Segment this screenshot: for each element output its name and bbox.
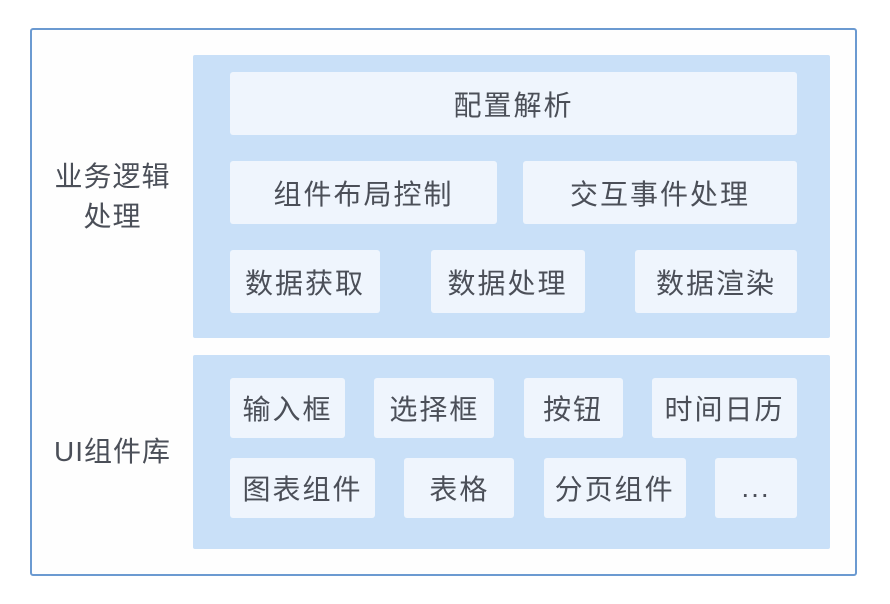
node-input: 输入框 bbox=[230, 378, 345, 438]
diagram-frame: 业务逻辑 处理 配置解析 组件布局控制 交互事件处理 数据获取 数据处理 数据渲… bbox=[30, 28, 857, 576]
section-label-business-logic: 业务逻辑 处理 bbox=[32, 55, 193, 338]
panel-row: 组件布局控制 交互事件处理 bbox=[230, 161, 797, 224]
node-config-parse: 配置解析 bbox=[230, 72, 797, 135]
node-button: 按钮 bbox=[523, 378, 623, 438]
node-datepicker: 时间日历 bbox=[651, 378, 797, 438]
section-label-text: UI组件库 bbox=[54, 432, 171, 471]
node-layout-control: 组件布局控制 bbox=[230, 161, 497, 224]
panel-ui-components: 输入框 选择框 按钮 时间日历 图表组件 表格 分页组件 ... bbox=[193, 355, 830, 549]
node-pagination: 分页组件 bbox=[543, 458, 686, 518]
node-chart: 图表组件 bbox=[230, 458, 375, 518]
node-table: 表格 bbox=[404, 458, 515, 518]
node-more: ... bbox=[714, 458, 797, 518]
panel-row: 图表组件 表格 分页组件 ... bbox=[230, 458, 797, 518]
section-business-logic: 业务逻辑 处理 配置解析 组件布局控制 交互事件处理 数据获取 数据处理 数据渲… bbox=[32, 55, 830, 338]
node-event-handling: 交互事件处理 bbox=[523, 161, 797, 224]
section-label-text: 业务逻辑 处理 bbox=[54, 157, 170, 235]
panel-row: 配置解析 bbox=[230, 72, 797, 135]
node-data-render: 数据渲染 bbox=[635, 250, 797, 313]
label-line-1: UI组件库 bbox=[53, 436, 171, 468]
panel-business-logic: 配置解析 组件布局控制 交互事件处理 数据获取 数据处理 数据渲染 bbox=[193, 55, 830, 338]
node-data-fetch: 数据获取 bbox=[230, 250, 380, 313]
label-line-1: 业务逻辑 bbox=[54, 161, 171, 193]
panel-row: 输入框 选择框 按钮 时间日历 bbox=[230, 378, 797, 438]
section-ui-components: UI组件库 输入框 选择框 按钮 时间日历 图表组件 表格 分页组件 ... bbox=[32, 355, 830, 549]
node-select: 选择框 bbox=[374, 378, 495, 438]
section-label-ui-components: UI组件库 bbox=[32, 355, 193, 549]
panel-row: 数据获取 数据处理 数据渲染 bbox=[230, 250, 797, 313]
label-line-2: 处理 bbox=[83, 200, 142, 232]
node-data-process: 数据处理 bbox=[430, 250, 585, 313]
